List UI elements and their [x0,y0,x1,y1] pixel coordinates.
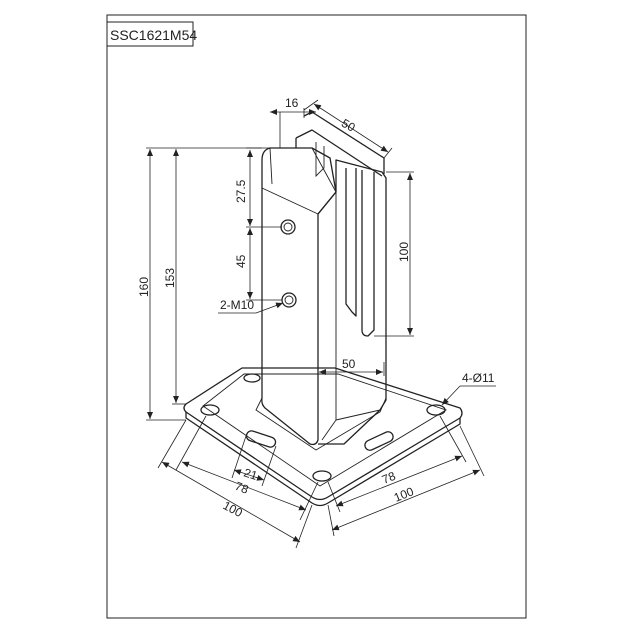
svg-text:153: 153 [163,268,177,288]
svg-text:78: 78 [380,469,398,487]
svg-text:100: 100 [397,242,411,262]
dim-base-width-right: 100 [327,425,485,537]
base-hole-front [312,470,332,482]
svg-text:50: 50 [342,357,356,371]
svg-text:50: 50 [339,116,358,135]
dim-slot-height: 100 [374,171,414,337]
dim-hole-spacing: 45 [234,228,282,301]
svg-text:100: 100 [392,484,416,505]
dim-post-width: 50 [317,357,385,376]
base-hole-back [243,373,261,383]
base-hole-left [200,404,220,416]
dim-clamp-width: 50 [303,99,393,159]
svg-text:4-Ø11: 4-Ø11 [462,371,495,385]
svg-text:100: 100 [221,498,246,520]
tapped-hole-upper [280,219,296,235]
svg-text:16: 16 [285,96,299,110]
dim-holes-callout: 2-M10 [218,298,284,314]
dim-upper-hole-offset: 27.5 [234,147,282,228]
svg-text:78: 78 [233,479,251,497]
post-body [255,111,387,451]
dim-top-width: 16 [270,96,316,148]
dim-post-height: 153 [163,149,186,405]
tapped-hole-lower [281,292,297,308]
svg-text:2-M10: 2-M10 [220,298,254,312]
svg-text:27.5: 27.5 [234,179,248,203]
svg-text:45: 45 [234,254,248,268]
base-slot-right [364,431,394,451]
dim-base-holes-callout: 4-Ø11 [441,371,496,406]
drawing-frame [106,14,527,619]
base-plate [183,367,463,507]
svg-text:160: 160 [137,277,151,297]
drawing-code: SSC1621M54 [110,27,197,43]
dim-total-height: 160 [137,147,262,421]
title-block [106,21,194,47]
base-hole-right [426,404,446,416]
base-slot-left [245,430,277,448]
